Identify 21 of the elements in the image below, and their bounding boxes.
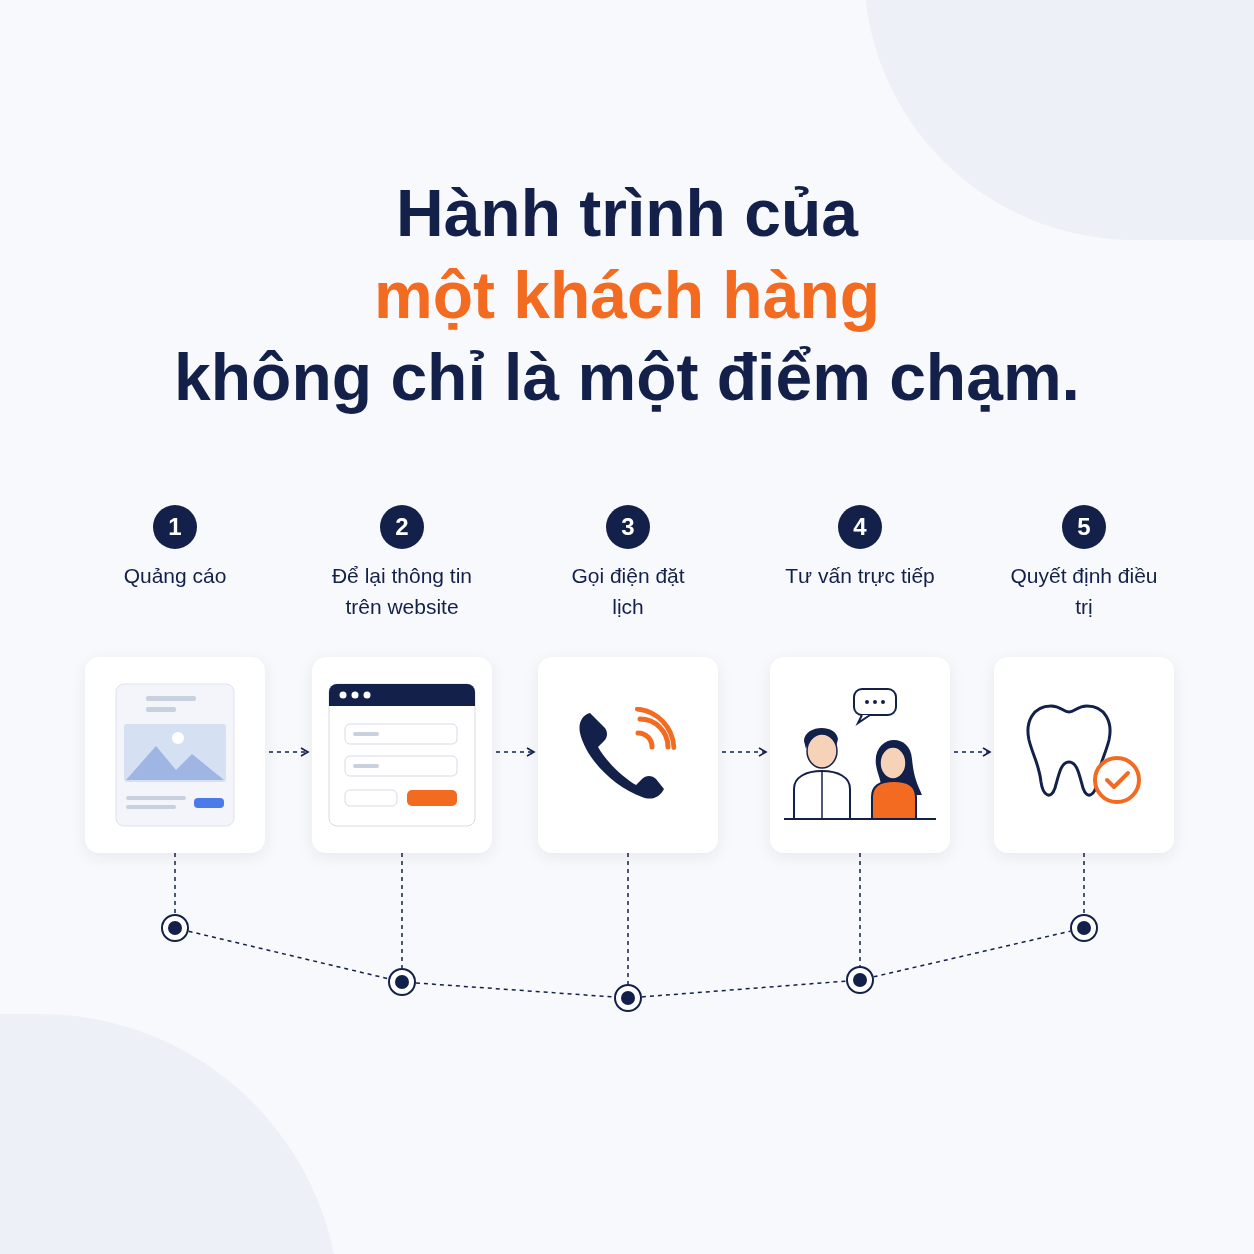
step-number: 2 — [380, 505, 424, 549]
dashed-connector — [859, 852, 861, 967]
step-number: 1 — [153, 505, 197, 549]
dashed-connector — [641, 980, 847, 998]
step-number: 4 — [838, 505, 882, 549]
dashed-connector — [1083, 852, 1085, 915]
dashed-connector — [401, 852, 403, 969]
arrow — [268, 747, 309, 757]
step-number: 3 — [606, 505, 650, 549]
step-label: Gọi điện đặt lịch — [570, 563, 686, 620]
step-label: Quyết định điều trị — [1009, 563, 1159, 620]
step-label: Quảng cáo — [122, 563, 228, 589]
step-label: Để lại thông tin trên website — [330, 563, 474, 620]
step-label: Tư vấn trực tiếp — [785, 563, 935, 589]
dashed-connector — [627, 852, 629, 985]
arrow — [953, 747, 991, 757]
dashed-connector — [174, 852, 176, 915]
arrow — [495, 747, 535, 757]
arrow — [721, 747, 767, 757]
title: Hành trình của một khách hàng không chỉ là một điểm chạm. — [173, 175, 1081, 416]
step-number: 5 — [1062, 505, 1106, 549]
